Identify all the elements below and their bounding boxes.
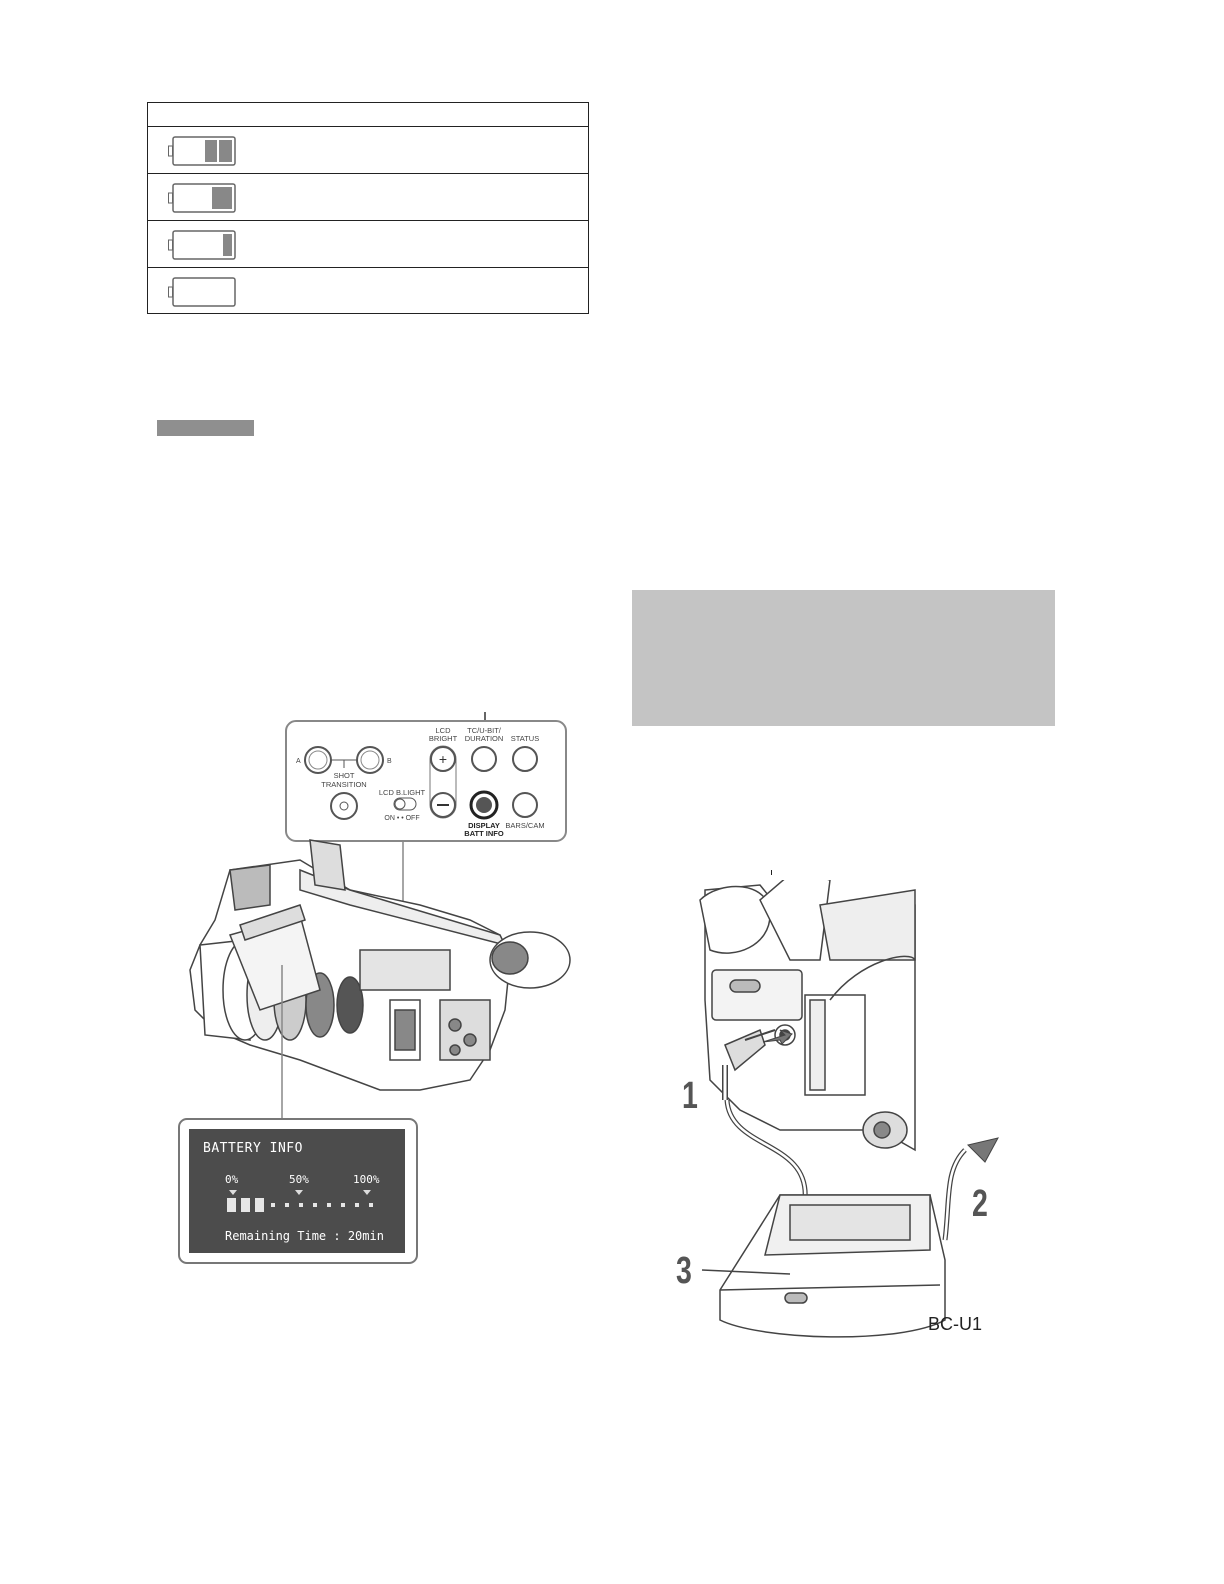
bc-u1-charger [719,1194,946,1338]
status-button [512,746,538,772]
shot-transition-start-button [330,792,358,820]
lcd-bright-plus-button [430,746,456,772]
section-heading-bar [157,420,254,436]
battery-segment-empty [369,1203,373,1207]
battery-thin-segment-icon [168,230,236,260]
pct-50-marker [295,1190,303,1195]
camcorder-body [189,839,571,1091]
bright-label: BRIGHT [429,734,458,743]
pct-0-marker [229,1190,237,1195]
step-3-leader-line [701,1269,791,1275]
pct-100-marker [363,1190,371,1195]
battery-row-thin-segment [148,221,588,268]
battery-one-segment-icon [168,183,236,213]
pct-0-label: 0% [225,1173,239,1186]
charger-connection-illustration [699,880,999,1338]
battery-segment-filled [227,1198,236,1212]
on-off-label: ON • • OFF [384,815,419,822]
battery-segment-empty [355,1203,359,1207]
battery-segment-empty [285,1203,289,1207]
battery-segment-filled [255,1198,264,1212]
tc-ubit-duration-button [471,746,497,772]
battery-row-empty [148,268,588,314]
lcd-blight-label: LCD B.LIGHT [379,788,426,797]
tc-ubit-label: TC/U-BIT/ [467,726,502,735]
battery-segment-empty [271,1203,275,1207]
battery-row-one-segment [148,174,588,221]
battery-level-table [147,102,589,314]
shaded-info-panel [632,590,1055,726]
battery-row-two-segments [148,127,588,174]
battery-segment-filled [241,1198,250,1212]
step-3-label: 3 [676,1250,692,1292]
remaining-time: Remaining Time : 20min [225,1229,384,1243]
bars-cam-button [512,792,538,818]
battery-two-segments-icon [168,136,236,166]
shot-label: SHOT [334,771,355,780]
duration-label: DURATION [465,734,504,743]
pct-50-label: 50% [289,1173,309,1186]
status-label: STATUS [511,734,539,743]
bars-cam-label: BARS/CAM [505,821,544,830]
lcd-label: LCD [435,726,451,735]
ac-outlet-arrow [967,1137,999,1163]
svg-text:+: + [439,751,447,767]
btn-b-label: B [387,758,392,765]
step-2-label: 2 [972,1183,988,1225]
battery-info-title: BATTERY INFO [203,1141,303,1156]
battery-info-screen: BATTERY INFO 0% 50% 100% Remaining Time … [189,1129,405,1253]
battery-table-header [148,103,588,127]
battery-segment-empty [313,1203,317,1207]
camcorder-illustration: A B SHOT TRANSITION LCD B.LIGHT ON • • O… [189,712,571,1118]
battery-level-bar [227,1198,377,1212]
battery-segment-empty [299,1203,303,1207]
batt-info-label: BATT INFO [464,829,504,838]
tick-mark [771,870,772,875]
transition-label: TRANSITION [321,780,366,789]
display-label: DISPLAY [468,821,500,830]
btn-a-label: A [296,758,301,765]
battery-segment-empty [341,1203,345,1207]
charger-model-label: BC-U1 [928,1314,983,1334]
battery-info-window: BATTERY INFO 0% 50% 100% Remaining Time … [178,1118,418,1264]
battery-empty-icon [168,277,236,307]
battery-segment-empty [327,1203,331,1207]
step-1-label: 1 [682,1075,698,1117]
pct-100-label: 100% [353,1173,380,1186]
